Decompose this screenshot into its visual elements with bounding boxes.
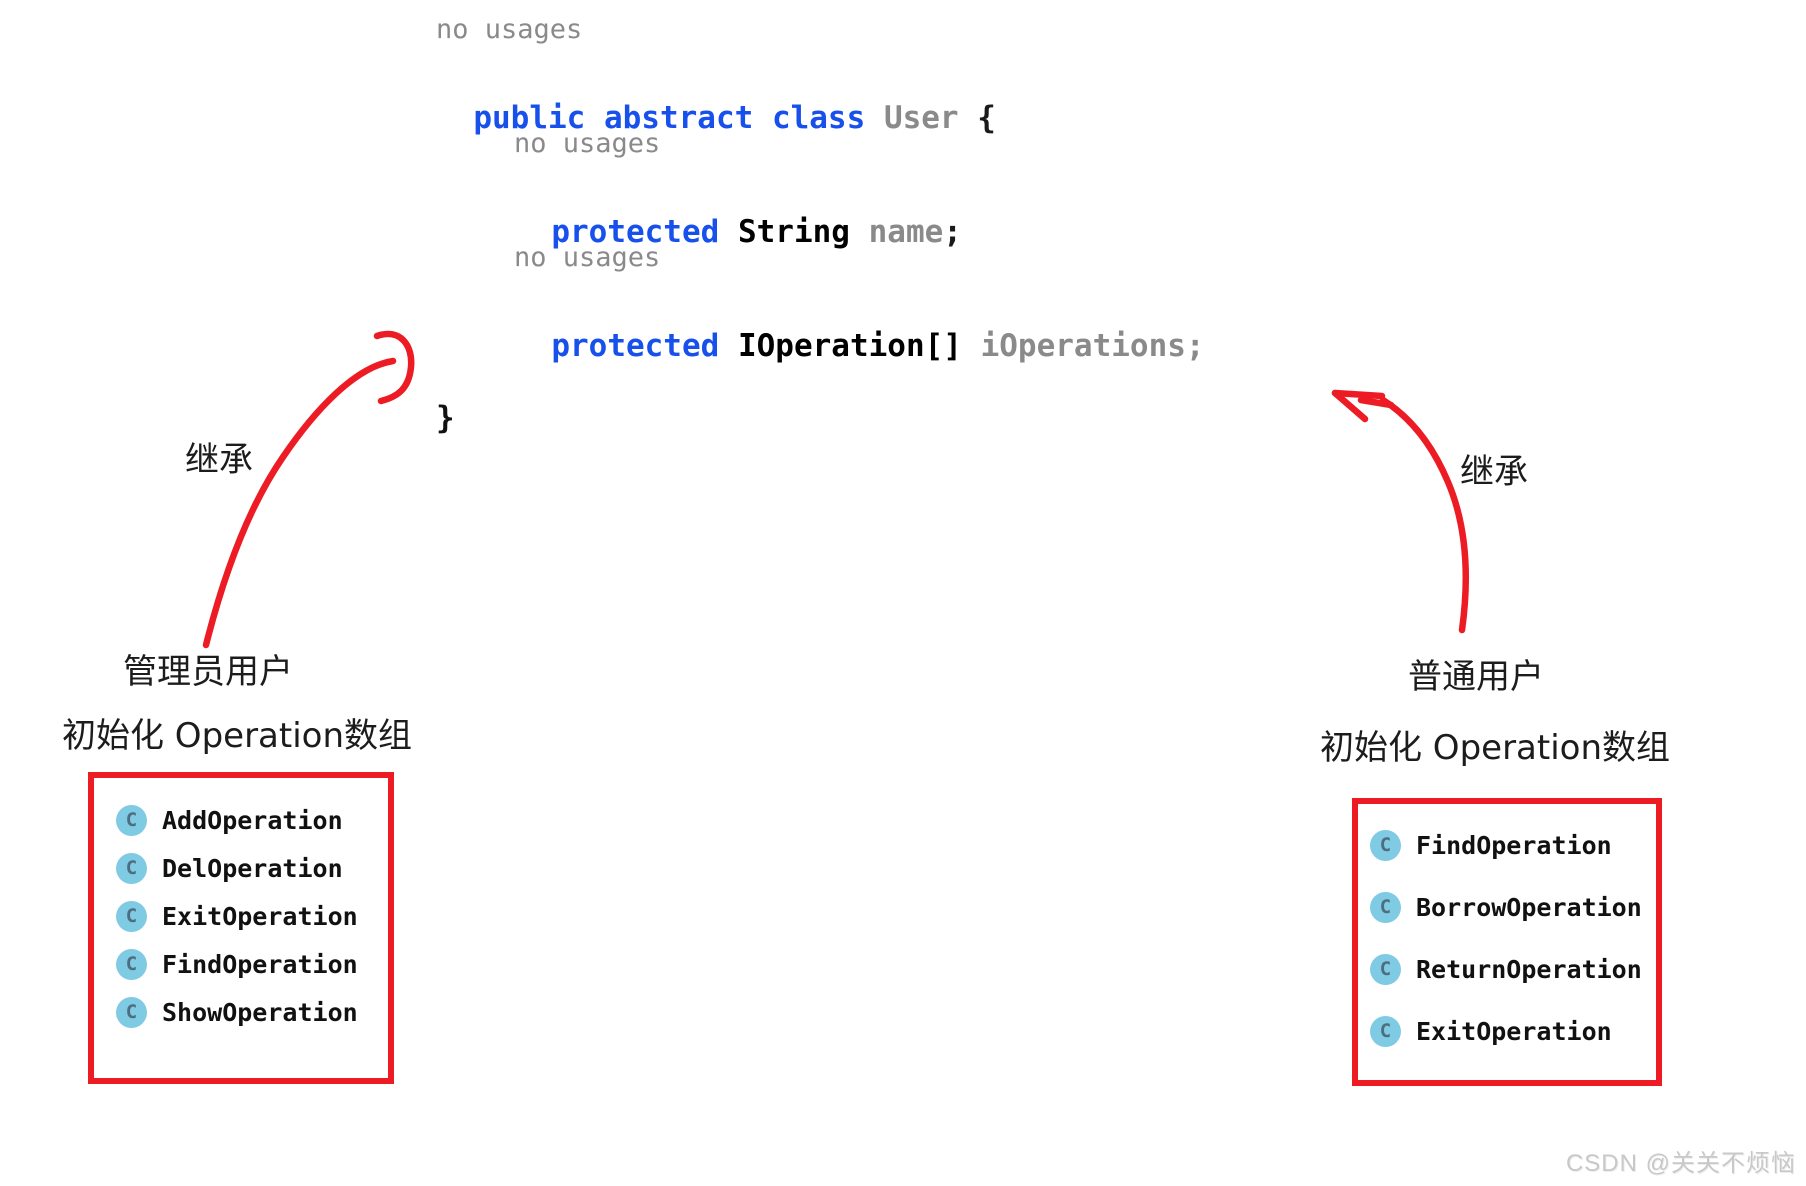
admin-array-title: 初始化 Operation数组 (62, 716, 413, 756)
class-name-label: AddOperation (162, 805, 343, 835)
type-token: String (737, 214, 869, 250)
field-name-token: iOperations (980, 328, 1186, 364)
usage-hint[interactable]: no usages (436, 14, 583, 45)
class-list-item[interactable]: C FindOperation (1370, 814, 1656, 876)
class-list-item[interactable]: C ExitOperation (116, 892, 388, 940)
class-list-item[interactable]: C DelOperation (116, 844, 388, 892)
keyword-token: protected (551, 328, 738, 364)
class-name-label: ShowOperation (162, 997, 358, 1027)
class-name-label: FindOperation (162, 949, 358, 979)
class-list-item[interactable]: C ReturnOperation (1370, 938, 1656, 1000)
admin-operations-box: C AddOperation C DelOperation C ExitOper… (88, 772, 394, 1084)
normal-user-title: 普通用户 (1408, 657, 1544, 697)
inherit-label-left: 继承 (185, 440, 253, 480)
class-list-item[interactable]: C ShowOperation (116, 988, 388, 1036)
class-name-label: DelOperation (162, 853, 343, 883)
class-list-item[interactable]: C ExitOperation (1370, 1000, 1656, 1062)
class-icon: C (116, 852, 147, 884)
code-line-ops-field[interactable]: protected IOperation[] iOperations; (514, 292, 1205, 364)
field-name-token: name (868, 214, 944, 250)
code-line-close-brace[interactable]: } (436, 400, 455, 436)
class-name-token: User (883, 100, 978, 136)
class-icon: C (116, 900, 147, 932)
normal-operations-box: C FindOperation C BorrowOperation C Retu… (1352, 798, 1662, 1086)
type-token: IOperation[] (737, 328, 981, 364)
usage-hint[interactable]: no usages (514, 242, 661, 273)
usage-hint[interactable]: no usages (514, 128, 661, 159)
class-list-item[interactable]: C BorrowOperation (1370, 876, 1656, 938)
csdn-watermark: CSDN @关关不烦恼 (1565, 1150, 1796, 1177)
code-line-name-field[interactable]: protected String name; (514, 178, 962, 250)
class-icon: C (1370, 891, 1401, 923)
class-icon: C (116, 804, 147, 836)
class-icon: C (1370, 1015, 1401, 1047)
class-name-label: FindOperation (1416, 830, 1612, 860)
class-icon: C (116, 948, 147, 980)
admin-user-title: 管理员用户 (123, 652, 293, 692)
inherit-label-right: 继承 (1460, 452, 1528, 492)
keyword-token: public abstract class (473, 100, 884, 136)
open-brace-token: { (977, 100, 996, 136)
code-line-class-declaration[interactable]: public abstract class User { (436, 64, 996, 136)
keyword-token: protected (551, 214, 738, 250)
semicolon-token: ; (943, 214, 962, 250)
class-list-item[interactable]: C AddOperation (116, 796, 388, 844)
inherit-arrow-right (1331, 389, 1469, 634)
semicolon-token: ; (1185, 328, 1205, 364)
normal-array-title: 初始化 Operation数组 (1320, 728, 1671, 768)
class-icon: C (1370, 953, 1401, 985)
class-name-label: ReturnOperation (1416, 954, 1642, 984)
inherit-arrow-left (202, 330, 415, 649)
class-name-label: BorrowOperation (1416, 892, 1642, 922)
class-list-item[interactable]: C FindOperation (116, 940, 388, 988)
class-icon: C (1370, 829, 1401, 861)
class-name-label: ExitOperation (1416, 1016, 1612, 1046)
class-name-label: ExitOperation (162, 901, 358, 931)
class-icon: C (116, 996, 147, 1028)
